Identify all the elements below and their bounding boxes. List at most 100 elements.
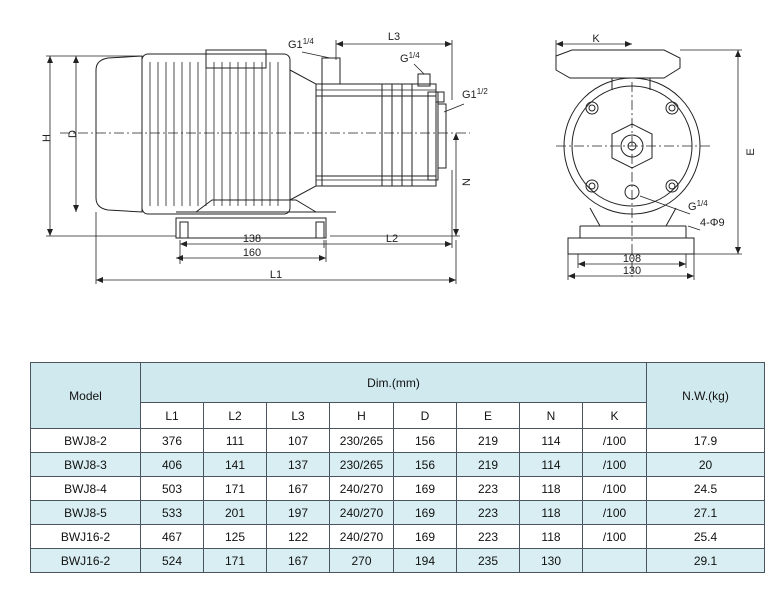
- cell-H: 240/270: [329, 524, 394, 549]
- cell-L3: 122: [266, 524, 330, 549]
- label-L1: L1: [270, 269, 282, 281]
- cell-L3: 197: [266, 500, 330, 525]
- cell-L2: 111: [203, 428, 267, 453]
- cell-K: /100: [582, 500, 647, 525]
- label-holes: 4-Φ9: [700, 217, 725, 229]
- cell-L2: 141: [203, 452, 267, 477]
- cell-N: 114: [519, 452, 583, 477]
- cell-L2: 125: [203, 524, 267, 549]
- end-dimension-lines: [555, 40, 742, 280]
- cell-H: 240/270: [329, 500, 394, 525]
- pump-dimension-drawing: H D N L3 138 L2 160 L1 G11/4 G1/4 G11/2 …: [41, 31, 757, 284]
- cell-N: 118: [519, 524, 583, 549]
- side-dimension-lines: [46, 40, 465, 284]
- cell-K: /100: [582, 428, 647, 453]
- cell-L1: 376: [140, 428, 204, 453]
- cell-weight: 27.1: [646, 500, 765, 525]
- weight-header: N.W.(kg): [646, 362, 765, 429]
- cell-H: 270: [329, 548, 394, 573]
- col-header-L3: L3: [266, 402, 330, 429]
- col-header-L2: L2: [203, 402, 267, 429]
- cell-N: 118: [519, 500, 583, 525]
- label-L2: L2: [386, 233, 398, 245]
- col-header-L1: L1: [140, 402, 204, 429]
- cell-model: BWJ8-2: [30, 428, 141, 453]
- side-view: [95, 49, 447, 239]
- cell-E: 219: [456, 428, 520, 453]
- cell-D: 156: [393, 452, 457, 477]
- cell-E: 223: [456, 524, 520, 549]
- end-view: [555, 49, 701, 255]
- cell-model: BWJ8-5: [30, 500, 141, 525]
- cell-E: 223: [456, 500, 520, 525]
- cell-L2: 201: [203, 500, 267, 525]
- cell-N: 130: [519, 548, 583, 573]
- label-port-top: G11/4: [288, 37, 314, 51]
- cell-L3: 137: [266, 452, 330, 477]
- cell-L2: 171: [203, 476, 267, 501]
- cell-weight: 20: [646, 452, 765, 477]
- cell-N: 118: [519, 476, 583, 501]
- cell-H: 230/265: [329, 452, 394, 477]
- table-row: BWJ16-2 524 171 167 270 194 235 130 29.1: [30, 548, 765, 573]
- cell-H: 240/270: [329, 476, 394, 501]
- cell-model: BWJ8-3: [30, 452, 141, 477]
- label-130: 130: [623, 265, 641, 277]
- cell-L1: 524: [140, 548, 204, 573]
- cell-D: 169: [393, 500, 457, 525]
- cell-N: 114: [519, 428, 583, 453]
- table-row: BWJ8-2 376 111 107 230/265 156 219 114 /…: [30, 428, 765, 453]
- cell-D: 194: [393, 548, 457, 573]
- label-108: 108: [623, 253, 641, 265]
- cell-H: 230/265: [329, 428, 394, 453]
- col-header-E: E: [456, 402, 520, 429]
- label-port-right: G11/2: [462, 87, 488, 101]
- label-E: E: [745, 148, 757, 155]
- col-header-N: N: [519, 402, 583, 429]
- label-160: 160: [243, 247, 261, 259]
- col-header-K: K: [582, 402, 647, 429]
- cell-L1: 467: [140, 524, 204, 549]
- cell-L3: 167: [266, 476, 330, 501]
- cell-weight: 25.4: [646, 524, 765, 549]
- cell-L1: 533: [140, 500, 204, 525]
- cell-K: /100: [582, 524, 647, 549]
- col-header-D: D: [393, 402, 457, 429]
- label-H: H: [41, 134, 53, 142]
- cell-L3: 107: [266, 428, 330, 453]
- cell-D: 156: [393, 428, 457, 453]
- label-N: N: [461, 178, 473, 186]
- cell-L1: 406: [140, 452, 204, 477]
- cell-K: [582, 548, 647, 573]
- cell-model: BWJ8-4: [30, 476, 141, 501]
- cell-L2: 171: [203, 548, 267, 573]
- cell-weight: 17.9: [646, 428, 765, 453]
- cell-K: /100: [582, 476, 647, 501]
- label-D: D: [67, 130, 79, 138]
- table-row: BWJ16-2 467 125 122 240/270 169 223 118 …: [30, 524, 765, 549]
- label-K: K: [592, 33, 600, 45]
- table-row: BWJ8-4 503 171 167 240/270 169 223 118 /…: [30, 476, 765, 501]
- cell-model: BWJ16-2: [30, 524, 141, 549]
- cell-D: 169: [393, 476, 457, 501]
- model-header: Model: [30, 362, 141, 429]
- table-row: BWJ8-5 533 201 197 240/270 169 223 118 /…: [30, 500, 765, 525]
- dimension-table: Model Dim.(mm) N.W.(kg) L1 L2 L3 H D E N…: [30, 362, 765, 573]
- label-138: 138: [243, 233, 261, 245]
- col-header-H: H: [329, 402, 394, 429]
- dim-header: Dim.(mm): [140, 362, 647, 403]
- cell-weight: 24.5: [646, 476, 765, 501]
- cell-L1: 503: [140, 476, 204, 501]
- cell-E: 223: [456, 476, 520, 501]
- cell-model: BWJ16-2: [30, 548, 141, 573]
- cell-L3: 167: [266, 548, 330, 573]
- label-drain: G1/4: [688, 199, 708, 213]
- table-row: BWJ8-3 406 141 137 230/265 156 219 114 /…: [30, 452, 765, 477]
- cell-weight: 29.1: [646, 548, 765, 573]
- dimension-arrows: [47, 41, 741, 283]
- cell-E: 235: [456, 548, 520, 573]
- cell-K: /100: [582, 452, 647, 477]
- label-port-top2: G1/4: [400, 51, 420, 65]
- cell-E: 219: [456, 452, 520, 477]
- cell-D: 169: [393, 524, 457, 549]
